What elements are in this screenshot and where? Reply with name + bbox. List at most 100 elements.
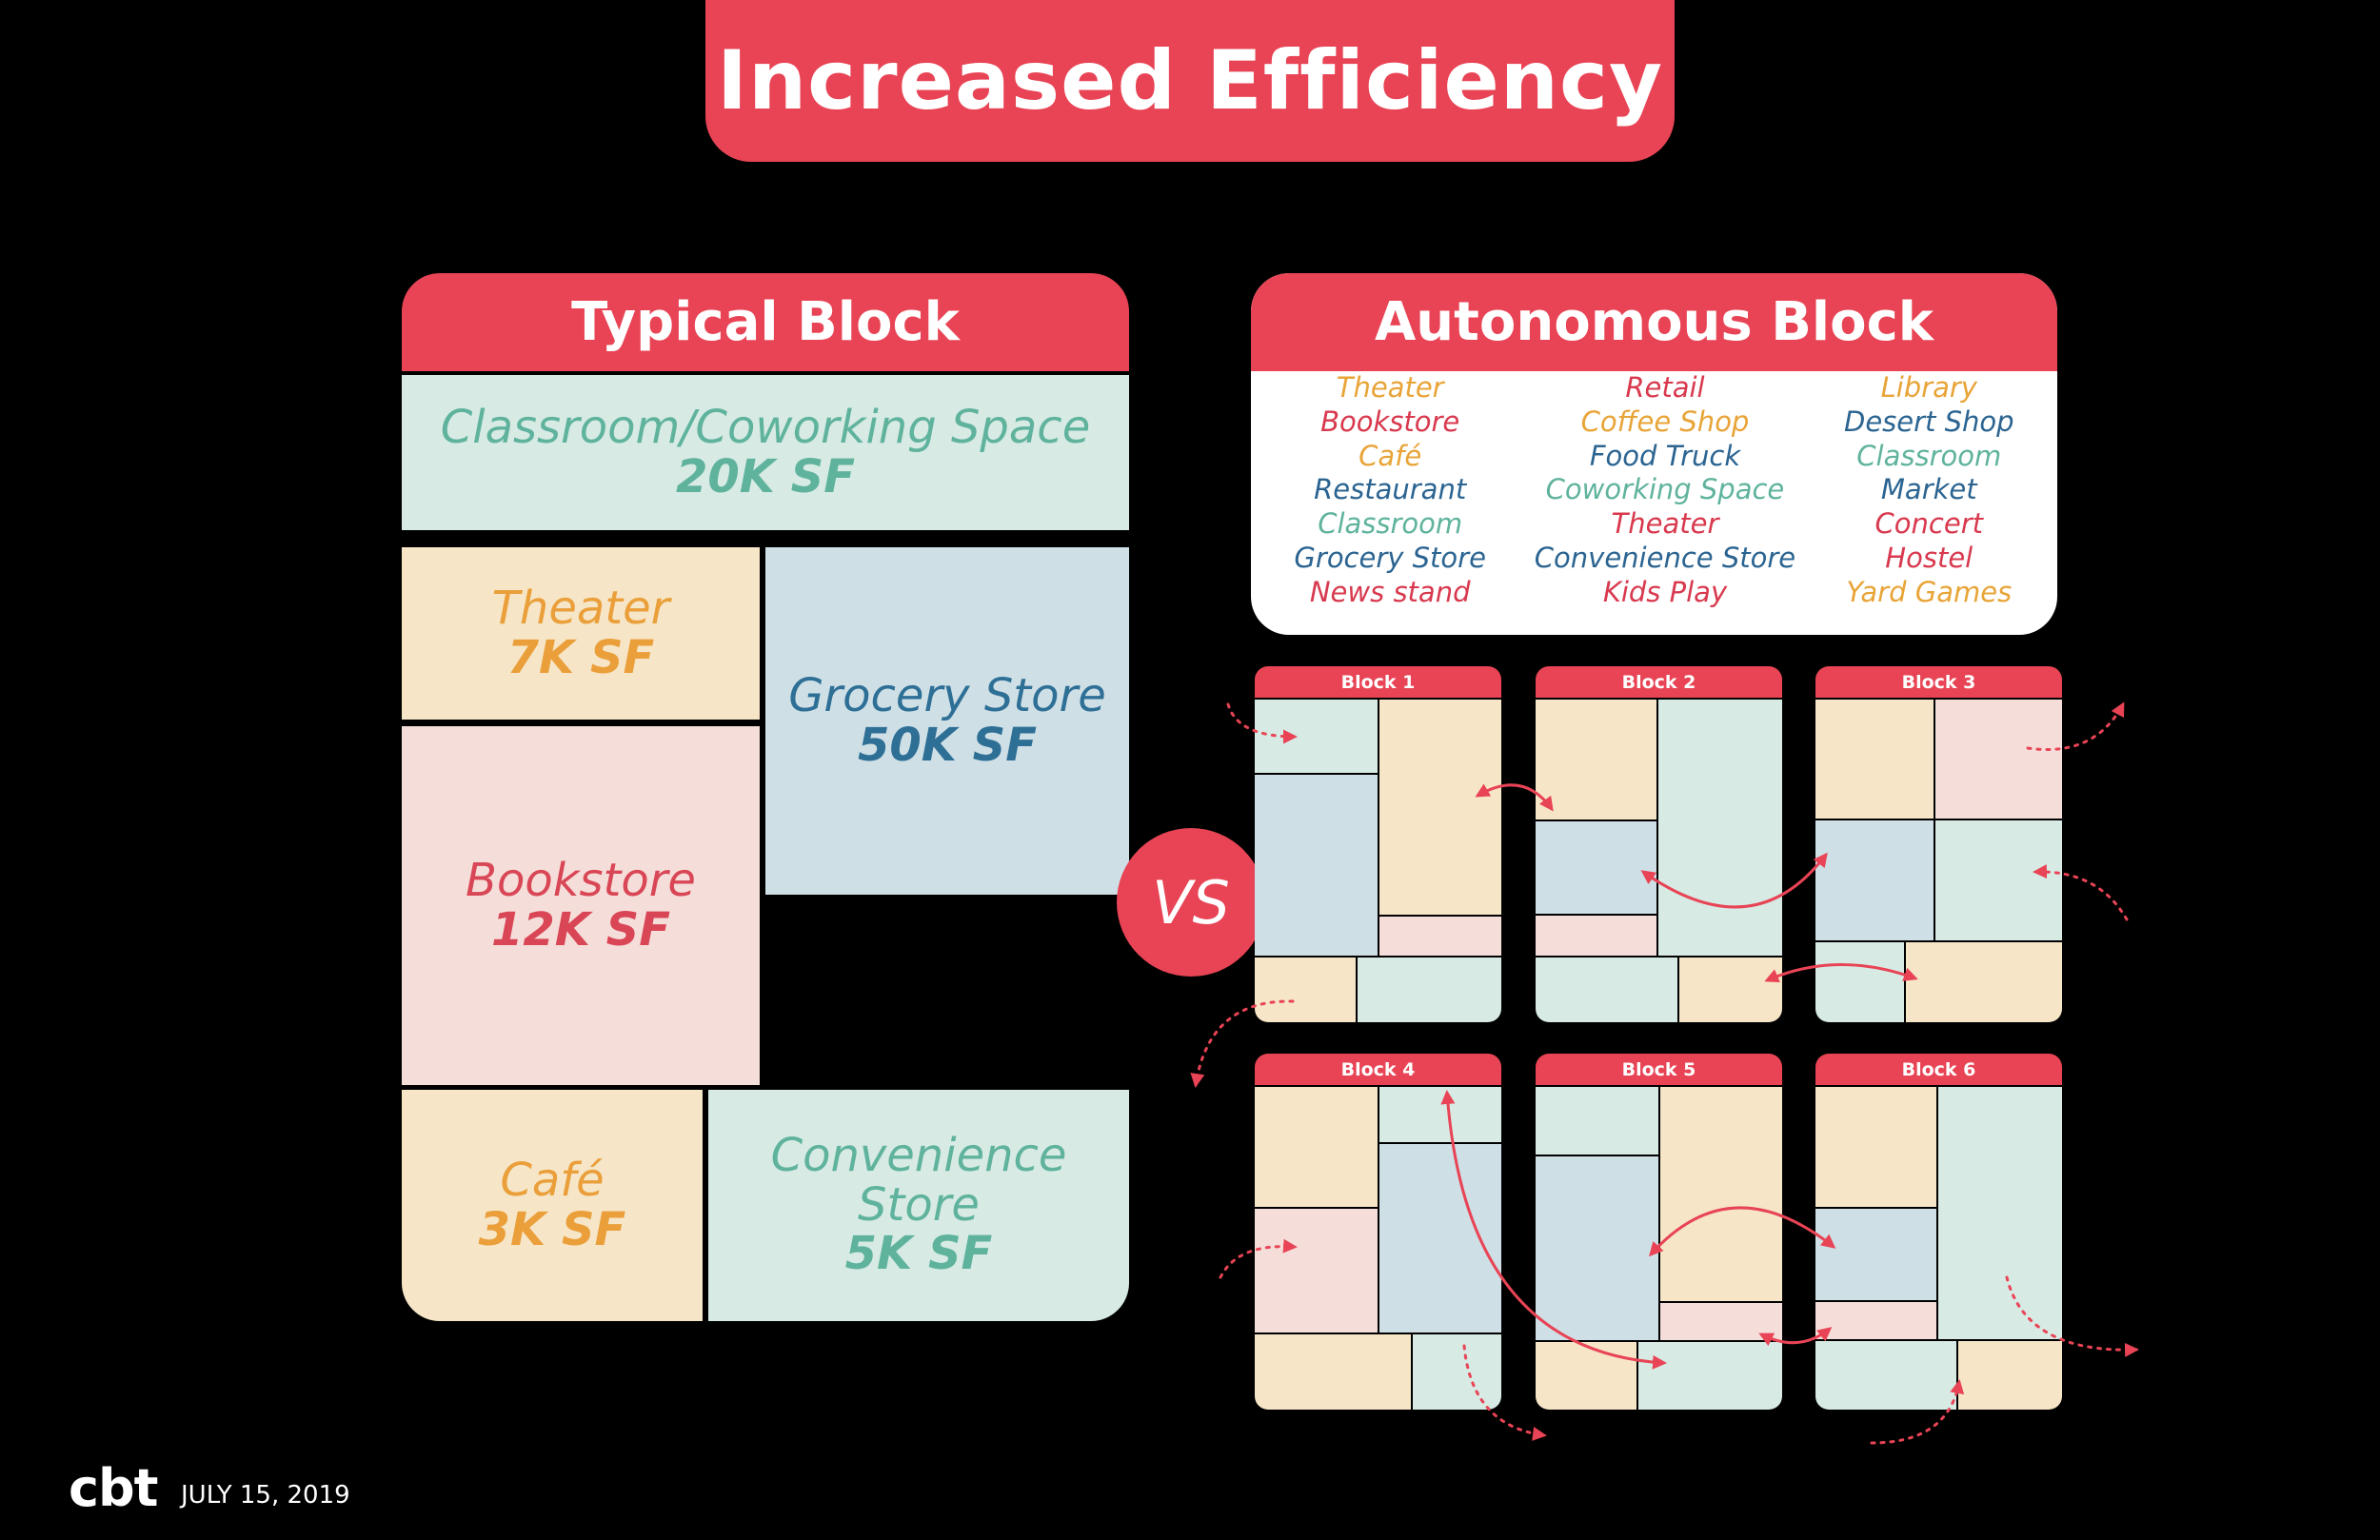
uses-list: Theater Bookstore Café Restaurant Classr…	[1251, 371, 2057, 610]
layout-cell	[1379, 1087, 1501, 1142]
room-grocery-store: Grocery Store 50K SF	[765, 547, 1129, 895]
use-item: Restaurant	[1314, 473, 1467, 506]
layout-cell	[1255, 700, 1378, 773]
autonomous-block-title: Autonomous Block	[1374, 291, 1934, 353]
layout-cell	[1815, 700, 1934, 819]
use-item: Concert	[1874, 507, 1983, 541]
room-name: Convenience Store	[770, 1128, 1067, 1232]
use-item: Retail	[1625, 371, 1705, 404]
use-item: Kids Play	[1602, 575, 1728, 608]
use-item: Food Truck	[1589, 439, 1741, 472]
block-6-label: Block 6	[1901, 1058, 1976, 1080]
block-6-diagram: Block 6	[1815, 1054, 2062, 1410]
typical-block-title: Typical Block	[571, 291, 960, 353]
use-item: Convenience Store	[1534, 541, 1796, 574]
block-3-header: Block 3	[1815, 666, 2062, 698]
room-bookstore: Bookstore 12K SF	[402, 726, 760, 1085]
block-2-diagram: Block 2	[1536, 666, 1782, 1022]
use-item: Market	[1880, 473, 1977, 506]
room-name: Bookstore	[466, 853, 696, 907]
layout-cell	[1938, 1087, 2062, 1339]
use-item: News stand	[1309, 575, 1471, 608]
block-2-label: Block 2	[1621, 671, 1696, 693]
layout-cell	[1379, 917, 1501, 956]
autonomous-block-header: Autonomous Block	[1251, 273, 2057, 371]
block-3-diagram: Block 3	[1815, 666, 2062, 1022]
block-2-header: Block 2	[1536, 666, 1782, 698]
room-name: Grocery Store	[788, 668, 1106, 722]
layout-cell	[1815, 1302, 1936, 1339]
vs-badge: VS	[1117, 828, 1265, 977]
use-item: Desert Shop	[1843, 405, 2014, 438]
layout-cell	[1413, 1334, 1501, 1410]
block-1-header: Block 1	[1255, 666, 1501, 698]
layout-cell	[1679, 958, 1782, 1022]
block-6-header: Block 6	[1815, 1054, 2062, 1085]
layout-cell	[1958, 1341, 2062, 1410]
layout-cell	[1638, 1342, 1782, 1410]
layout-cell	[1660, 1303, 1782, 1340]
layout-cell	[1536, 916, 1656, 956]
room-convenience-store: Convenience Store 5K SF	[708, 1090, 1129, 1321]
vs-label: VS	[1152, 867, 1230, 938]
room-size: 50K SF	[857, 718, 1038, 772]
layout-cell	[1255, 1209, 1378, 1333]
layout-cell	[1379, 1144, 1501, 1333]
layout-cell	[1536, 821, 1656, 914]
date-label: JULY 15, 2019	[181, 1481, 350, 1510]
layout-cell	[1255, 1334, 1411, 1410]
layout-cell	[1660, 1087, 1782, 1301]
layout-cell	[1815, 1087, 1936, 1207]
room-classroom-coworking: Classroom/Coworking Space 20K SF	[402, 375, 1129, 530]
autonomous-block-panel: Autonomous Block Theater Bookstore Café …	[1251, 273, 2057, 635]
use-item: Classroom	[1318, 507, 1463, 541]
room-size: 5K SF	[844, 1227, 993, 1281]
layout-cell	[1379, 700, 1501, 915]
room-size: 3K SF	[478, 1202, 626, 1256]
room-cafe: Café 3K SF	[402, 1090, 703, 1321]
use-item: Coffee Shop	[1580, 405, 1750, 438]
use-item: Yard Games	[1846, 575, 2013, 608]
layout-cell	[1536, 1156, 1658, 1340]
layout-cell	[1935, 700, 2062, 819]
block-3-label: Block 3	[1901, 671, 1976, 693]
use-item: Grocery Store	[1294, 541, 1486, 574]
title-banner: Increased Efficiency	[705, 0, 1675, 162]
use-item: Coworking Space	[1545, 473, 1785, 506]
typical-block-header: Typical Block	[402, 273, 1129, 371]
block-4-label: Block 4	[1340, 1058, 1416, 1080]
use-item: Café	[1359, 439, 1422, 472]
block-4-header: Block 4	[1255, 1054, 1501, 1085]
typical-block-panel: Typical Block Classroom/Coworking Space …	[402, 273, 1129, 1321]
block-5-diagram: Block 5	[1536, 1054, 1782, 1410]
block-5-header: Block 5	[1536, 1054, 1782, 1085]
layout-cell	[1815, 820, 1934, 940]
layout-cell	[1906, 942, 2062, 1022]
page-title: Increased Efficiency	[716, 33, 1664, 128]
layout-cell	[1255, 775, 1378, 956]
room-size: 12K SF	[490, 902, 671, 957]
use-item: Classroom	[1856, 439, 2002, 472]
layout-cell	[1658, 700, 1782, 956]
layout-cell	[1815, 1209, 1936, 1300]
use-item: Theater	[1336, 371, 1444, 404]
layout-cell	[1815, 1341, 1956, 1410]
block-4-diagram: Block 4	[1255, 1054, 1501, 1410]
layout-cell	[1255, 1087, 1378, 1207]
room-name: Theater	[491, 581, 670, 635]
use-item: Library	[1880, 371, 1977, 404]
layout-cell	[1358, 958, 1501, 1022]
room-theater: Theater 7K SF	[402, 547, 760, 720]
company-logo: cbt	[69, 1458, 158, 1518]
uses-column: Library Desert Shop Classroom Market Con…	[1844, 371, 2014, 610]
layout-cell	[1536, 1342, 1636, 1410]
uses-column: Theater Bookstore Café Restaurant Classr…	[1294, 371, 1486, 610]
room-size: 7K SF	[506, 630, 655, 684]
room-name: Classroom/Coworking Space	[440, 400, 1091, 454]
use-item: Theater	[1611, 507, 1719, 541]
layout-cell	[1536, 958, 1677, 1022]
block-1-diagram: Block 1	[1255, 666, 1501, 1022]
layout-cell	[1255, 958, 1356, 1022]
layout-cell	[1536, 1087, 1658, 1155]
block-5-label: Block 5	[1621, 1058, 1696, 1080]
